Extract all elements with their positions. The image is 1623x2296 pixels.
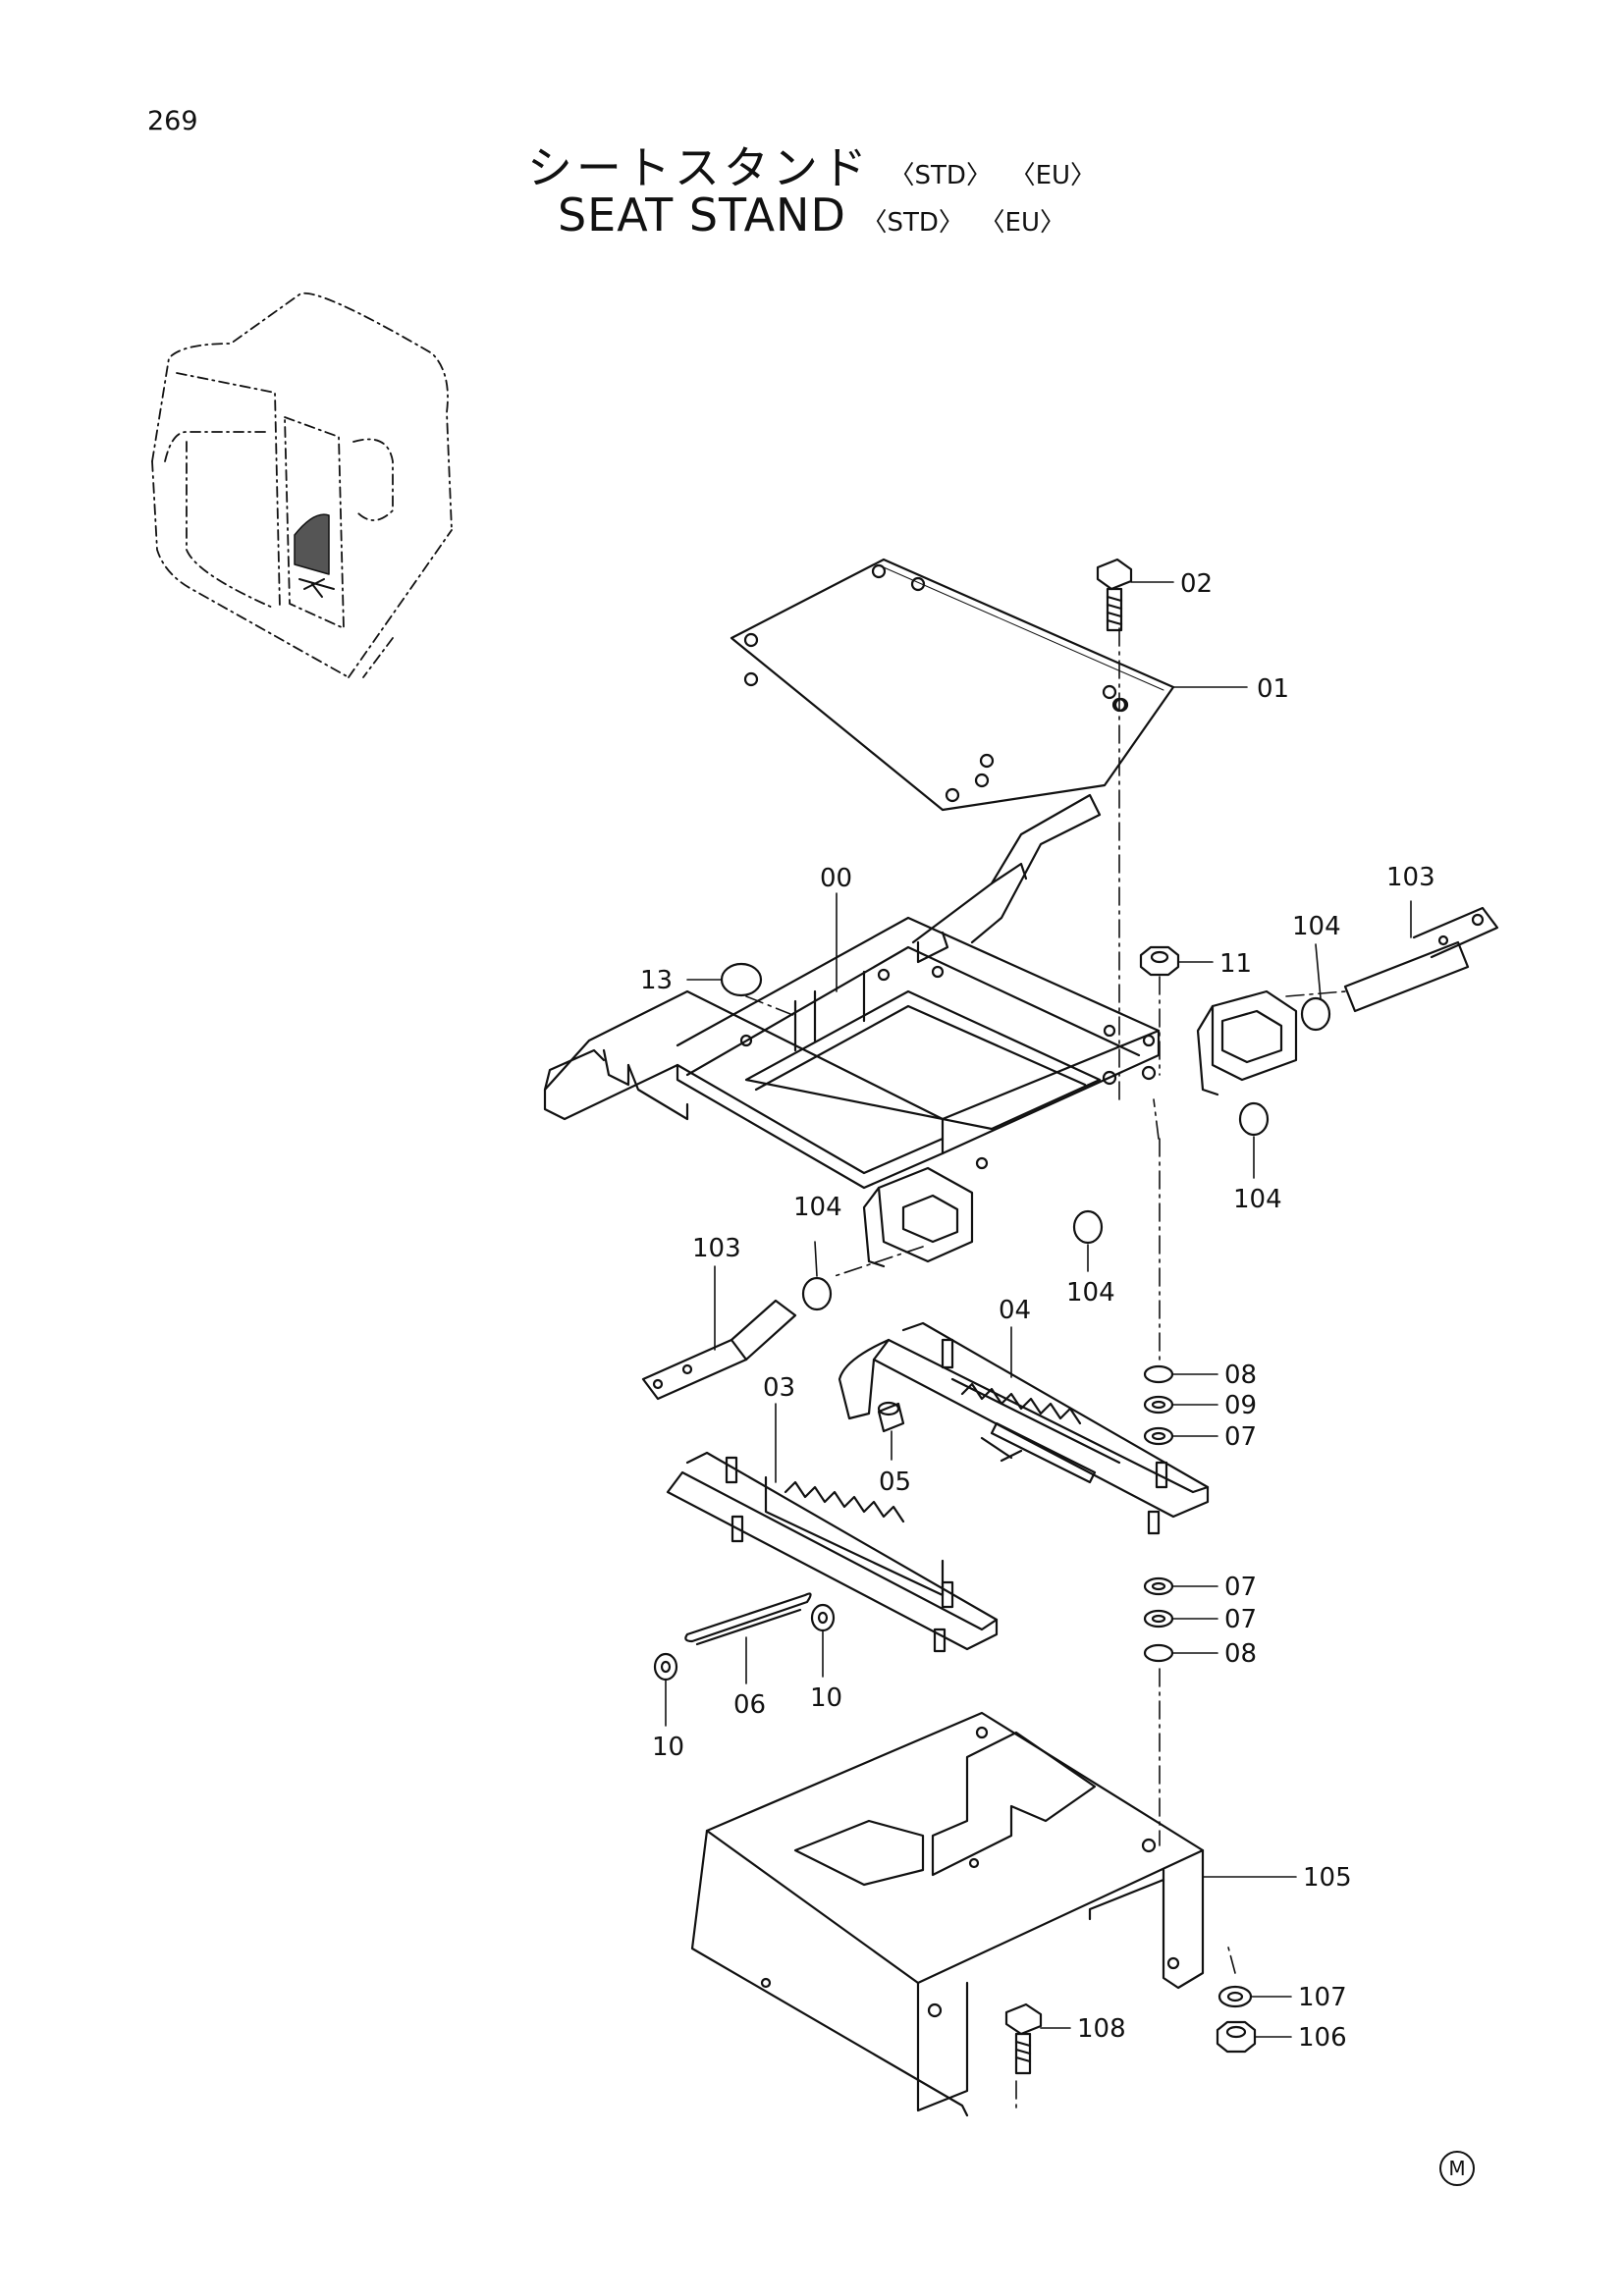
part-label-10: 10: [810, 1683, 842, 1713]
part-label-103: 103: [1386, 863, 1435, 892]
corner-mark-circled-m: M: [1439, 2151, 1475, 2186]
part-label-08: 08: [1224, 1361, 1257, 1390]
cap-13: [720, 962, 763, 997]
part-label-106: 106: [1298, 2023, 1347, 2053]
seat-frame: [543, 793, 1298, 1268]
part-label-08: 08: [1224, 1639, 1257, 1669]
tag-std: 〈STD〉: [889, 161, 992, 190]
part-label-104: 104: [793, 1193, 842, 1222]
part-label-108: 108: [1077, 2014, 1126, 2044]
part-label-11: 11: [1219, 949, 1252, 979]
circlips: [801, 996, 1331, 1311]
pin-103-left: [641, 1299, 797, 1401]
part-label-103: 103: [692, 1234, 741, 1263]
part-label-07: 07: [1224, 1422, 1257, 1452]
part-label-10: 10: [652, 1733, 684, 1762]
cab-location-sketch: [151, 292, 453, 678]
part-label-105: 105: [1303, 1863, 1352, 1893]
tag-eu: 〈EU〉: [1009, 161, 1097, 190]
leader-lines: [665, 581, 1412, 2038]
part-label-07: 07: [1224, 1605, 1257, 1634]
bolt-108: [1004, 2002, 1043, 2075]
title-english-text: SEAT STAND: [557, 188, 846, 241]
centre-lines: [745, 627, 1346, 2111]
page-number: 269: [147, 106, 198, 136]
tag-eu: 〈EU〉: [979, 208, 1066, 238]
title-japanese-text: シートスタンド: [526, 141, 871, 194]
bolt-02: [1096, 558, 1133, 632]
washer-107: [1217, 1985, 1253, 2008]
slide-rail-03: [666, 1451, 999, 1653]
tag-std: 〈STD〉: [861, 208, 964, 238]
part-label-13: 13: [640, 966, 673, 995]
seat-highlight: [294, 513, 335, 598]
spring-06: [684, 1592, 812, 1646]
part-label-05: 05: [879, 1468, 911, 1497]
part-labels: 02 01 00 13 11 104 103 104 104 104 103 0…: [640, 569, 1435, 2053]
title-english: SEAT STAND 〈STD〉 〈EU〉: [0, 188, 1623, 241]
part-label-04: 04: [999, 1296, 1031, 1325]
part-label-107: 107: [1298, 1983, 1347, 2012]
pin-05: [877, 1401, 905, 1433]
title-japanese: シートスタンド 〈STD〉 〈EU〉: [0, 133, 1623, 197]
part-label-104: 104: [1292, 912, 1341, 941]
part-label-06: 06: [733, 1690, 766, 1720]
part-label-09: 09: [1224, 1391, 1257, 1420]
part-label-00: 00: [820, 864, 852, 893]
part-label-02: 02: [1180, 569, 1213, 599]
part-label-104: 104: [1066, 1278, 1115, 1308]
part-label-01: 01: [1257, 674, 1289, 704]
slide-rail-04: [838, 1321, 1210, 1535]
pin-103-right: [1343, 906, 1499, 1013]
nut-11: [1139, 945, 1180, 977]
part-label-104: 104: [1233, 1185, 1282, 1214]
nut-106: [1216, 2020, 1257, 2054]
part-label-07: 07: [1224, 1573, 1257, 1602]
seat-base-105: [690, 1711, 1205, 2117]
part-label-03: 03: [763, 1373, 795, 1403]
